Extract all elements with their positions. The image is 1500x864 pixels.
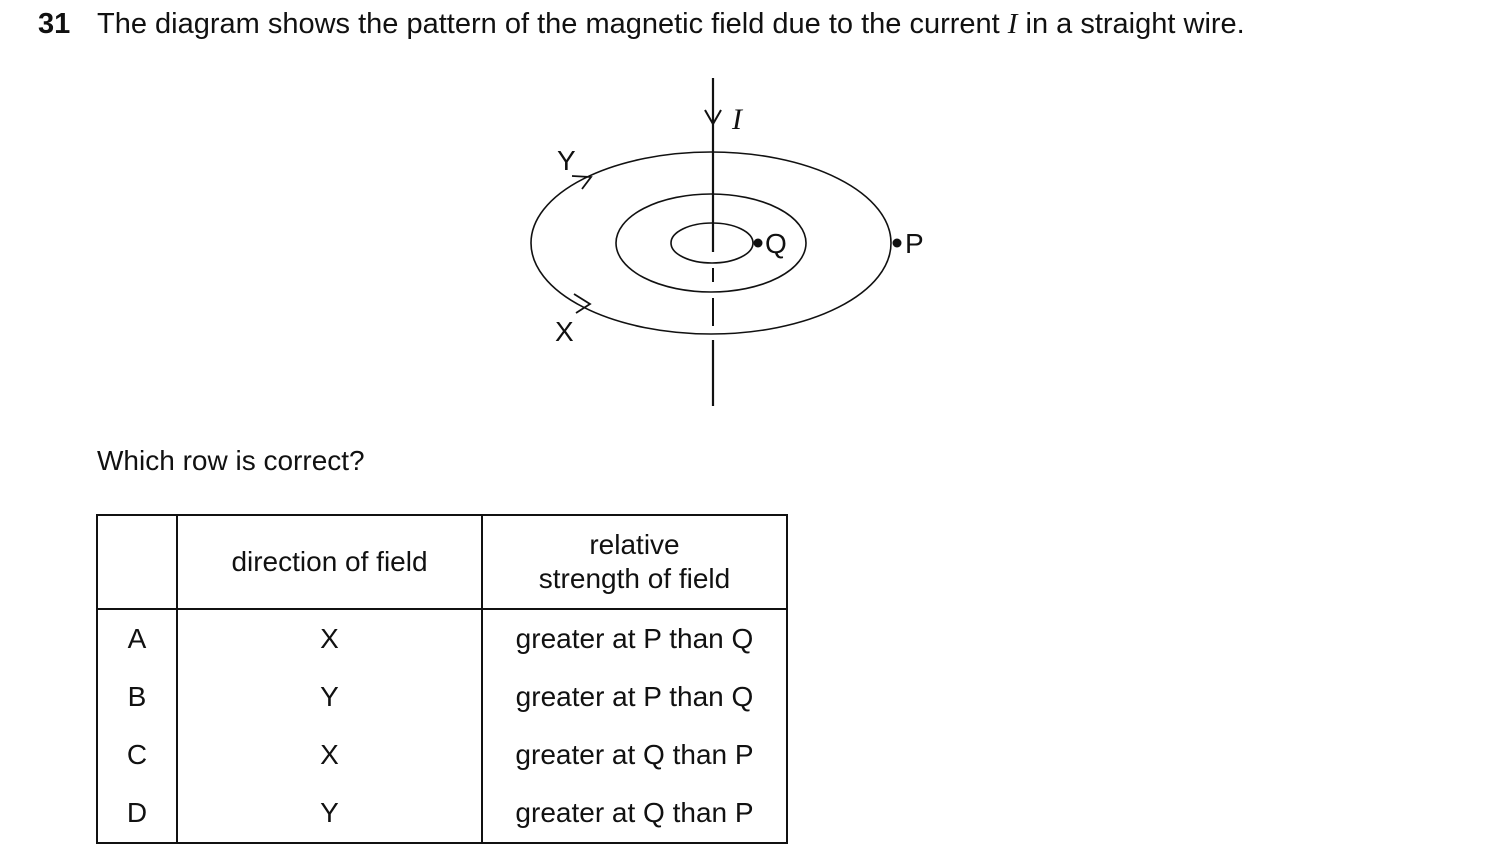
outer-field-line-back <box>530 151 892 244</box>
question-number: 31 <box>38 8 71 40</box>
table-row[interactable]: D Y greater at Q than P <box>96 784 788 844</box>
magnetic-field-diagram: I Y X Q P <box>530 78 924 406</box>
current-label: I <box>731 103 744 136</box>
option-letter: C <box>96 726 178 784</box>
table-header-row: direction of field relative strength of … <box>96 514 788 610</box>
outer-field-line-front <box>530 242 892 335</box>
label-p: P <box>905 228 924 259</box>
header-strength-line1: relative <box>589 529 680 560</box>
option-letter: B <box>96 668 178 726</box>
header-direction: direction of field <box>176 514 483 610</box>
option-direction: X <box>176 726 483 784</box>
label-y: Y <box>557 145 576 176</box>
header-strength: relative strength of field <box>481 514 788 610</box>
question-text-end: in a straight wire. <box>1017 8 1245 40</box>
current-arrow-icon <box>704 109 722 127</box>
option-direction: Y <box>176 784 483 844</box>
middle-field-line-back <box>615 193 807 244</box>
question-text: The diagram shows the pattern of the mag… <box>97 8 1245 41</box>
middle-field-line-front <box>615 242 807 293</box>
table-row[interactable]: C X greater at Q than P <box>96 726 788 784</box>
table-row[interactable]: A X greater at P than Q <box>96 609 788 668</box>
inner-field-line-front <box>670 242 754 264</box>
question-prompt: Which row is correct? <box>97 445 365 476</box>
arrowhead-x-icon <box>573 293 592 314</box>
header-strength-line2: strength of field <box>538 563 731 594</box>
option-letter: A <box>96 609 178 668</box>
header-blank <box>96 514 178 610</box>
point-p-dot <box>892 238 902 248</box>
option-letter: D <box>96 784 178 844</box>
option-direction: Y <box>176 668 483 726</box>
option-direction: X <box>176 609 483 668</box>
point-q-dot <box>753 238 763 248</box>
option-strength: greater at P than Q <box>481 609 788 668</box>
option-strength: greater at Q than P <box>481 726 788 784</box>
arrowhead-y-icon <box>571 175 593 190</box>
current-symbol: I <box>1007 8 1018 40</box>
option-strength: greater at Q than P <box>481 784 788 844</box>
label-q: Q <box>765 228 787 259</box>
option-strength: greater at P than Q <box>481 668 788 726</box>
question-text-start: The diagram shows the pattern of the mag… <box>97 8 1008 40</box>
label-x: X <box>555 316 574 347</box>
answer-table: direction of field relative strength of … <box>96 514 788 844</box>
table-row[interactable]: B Y greater at P than Q <box>96 668 788 726</box>
